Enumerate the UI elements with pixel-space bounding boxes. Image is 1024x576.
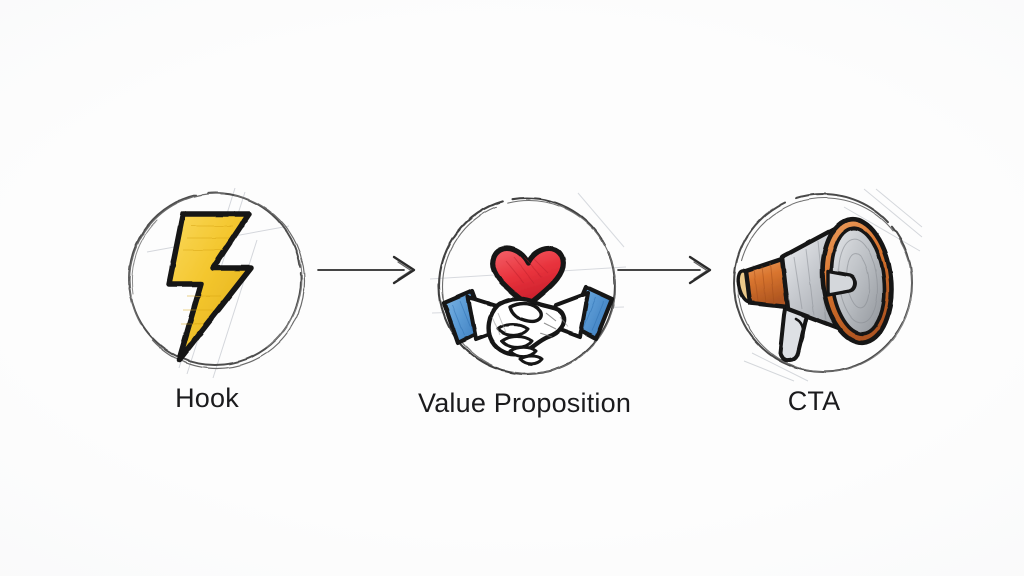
handshake-heart-icon	[429, 192, 627, 376]
arrow-hook-to-value	[316, 250, 426, 290]
heart-shape	[490, 245, 566, 308]
node-value-proposition-circle	[428, 187, 627, 376]
arrow-value-to-cta	[616, 250, 720, 290]
node-value-proposition[interactable]: Value Proposition	[418, 187, 632, 419]
handshake-shape	[466, 291, 590, 366]
node-cta-label: CTA	[787, 386, 841, 416]
bolt-shape	[166, 211, 254, 363]
node-hook[interactable]: Hook	[107, 182, 307, 414]
megaphone-icon	[733, 188, 923, 382]
sketch-guide-lines	[743, 188, 923, 382]
node-hook-label: Hook	[175, 383, 239, 413]
node-cta-circle	[724, 185, 923, 382]
sketch-circle	[128, 192, 306, 370]
megaphone-shape	[736, 216, 894, 363]
lightning-bolt-icon	[128, 187, 306, 379]
node-hook-circle	[117, 182, 306, 379]
node-value-proposition-label: Value Proposition	[418, 388, 632, 418]
sketch-circle	[437, 196, 617, 376]
node-cta[interactable]: CTA	[714, 185, 923, 417]
